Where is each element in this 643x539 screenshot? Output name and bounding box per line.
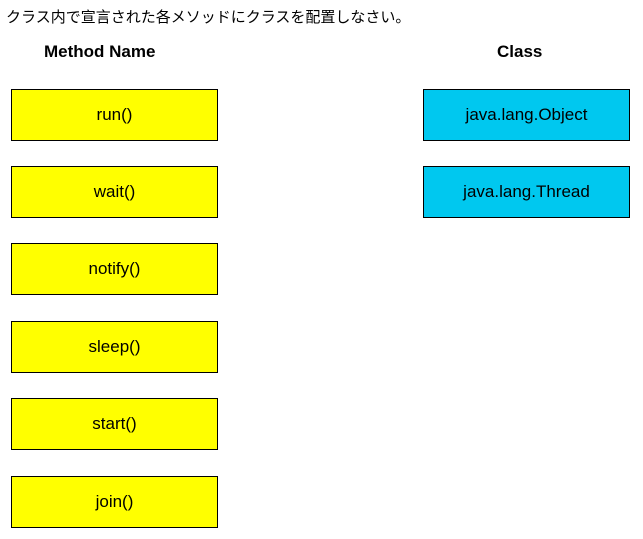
method-label: run() [96, 105, 133, 124]
method-box-run[interactable]: run() [11, 89, 218, 141]
class-box-thread[interactable]: java.lang.Thread [423, 166, 630, 218]
instruction-text: クラス内で宣言された各メソッドにクラスを配置しなさい。 [6, 8, 411, 26]
method-label: wait() [93, 182, 136, 201]
class-header: Class [497, 42, 543, 61]
method-box-sleep[interactable]: sleep() [11, 321, 218, 373]
method-name-header: Method Name [44, 42, 156, 61]
class-box-object[interactable]: java.lang.Object [423, 89, 630, 141]
method-label: notify() [88, 259, 141, 278]
method-box-wait[interactable]: wait() [11, 166, 218, 218]
method-label: start() [92, 414, 137, 433]
method-box-start[interactable]: start() [11, 398, 218, 450]
method-label: join() [95, 492, 134, 511]
class-label: java.lang.Thread [463, 182, 590, 201]
method-box-join[interactable]: join() [11, 476, 218, 528]
class-label: java.lang.Object [465, 105, 588, 124]
method-box-notify[interactable]: notify() [11, 243, 218, 295]
method-label: sleep() [88, 337, 141, 356]
